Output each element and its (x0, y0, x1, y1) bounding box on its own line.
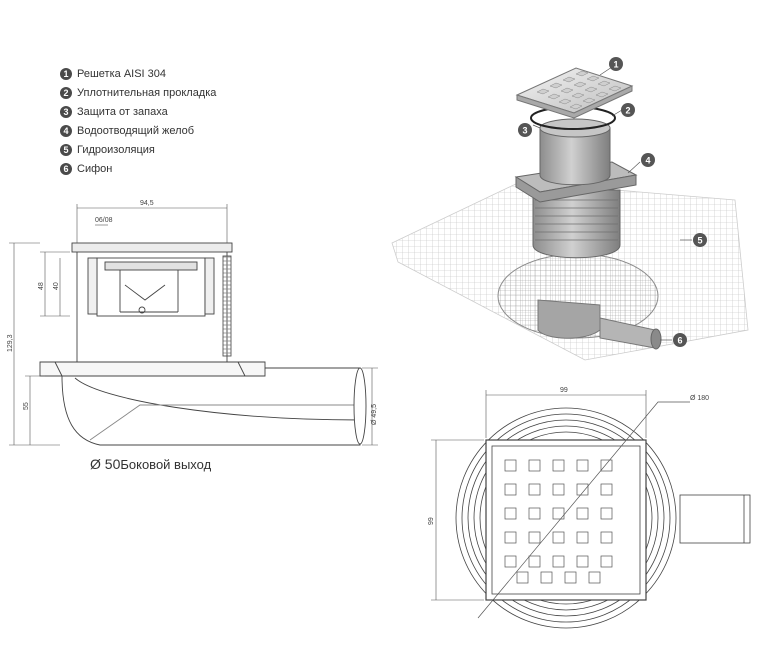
plan-outlet-pipe (679, 494, 751, 544)
dim-48-label: 48 (38, 282, 45, 290)
plan-width-label: 99 (560, 387, 568, 394)
grate-edge (516, 85, 633, 119)
plan-grate-slots (504, 459, 613, 584)
plan-grate-inner (491, 445, 641, 595)
legend-item-6: 6 Сифон (60, 159, 216, 178)
outlet-caption: Ø 50Боковой выход (90, 456, 211, 472)
callout-1-label: 1 (613, 60, 618, 70)
plan-ring-2 (467, 419, 665, 617)
trap-side-left (87, 257, 98, 315)
body-threads (535, 199, 618, 241)
trap-side-right (204, 257, 215, 315)
side-dimension-labels: 94,5 06/08 48 40 129,3 55 Ø 49,5 (7, 200, 378, 425)
siphon-body (61, 367, 361, 446)
top-plan-view (431, 390, 751, 629)
legend-label: Сифон (77, 162, 113, 175)
outlet-caption-text: Боковой выход (120, 457, 212, 472)
legend-number: 1 (60, 67, 72, 80)
callout-5-label: 5 (697, 236, 702, 246)
legend-number: 4 (60, 124, 72, 137)
callout-6-label: 6 (677, 336, 682, 346)
callout-5 (693, 233, 707, 247)
callout-leaders (532, 66, 692, 341)
grate-profile (71, 242, 233, 253)
side-section-view (9, 204, 378, 446)
plan-ring-3 (473, 425, 659, 611)
dim-total-label: 129,3 (7, 334, 14, 352)
legend-label: Гидроизоляция (77, 143, 155, 156)
plan-ring-4 (479, 431, 653, 605)
legend-item-1: 1 Решетка AISI 304 (60, 64, 216, 83)
outlet-diameter: Ø 50 (90, 456, 121, 472)
trap-inner (119, 270, 179, 313)
trap-valve (124, 284, 166, 301)
dim-40-label: 40 (53, 282, 60, 290)
plan-grate-outer (485, 439, 647, 601)
plan-dimension-lines (431, 390, 647, 601)
callout-3-label: 3 (522, 126, 527, 136)
callout-4 (641, 153, 655, 167)
callout-2-label: 2 (625, 106, 630, 116)
plan-ring-1 (461, 413, 671, 623)
legend-item-4: 4 Водоотводящий желоб (60, 121, 216, 140)
flange (39, 361, 266, 377)
legend-item-5: 5 Гидроизоляция (60, 140, 216, 159)
legend-number: 3 (60, 105, 72, 118)
callout-4-label: 4 (645, 156, 650, 166)
siphon-body-3d (537, 299, 601, 339)
outlet-pipe-end (650, 328, 662, 350)
callout-1 (609, 57, 623, 71)
plan-height-label: 99 (428, 517, 435, 525)
dim-width-label: 94,5 (140, 200, 154, 207)
flange-clips (54, 361, 246, 377)
legend: 1 Решетка AISI 304 2 Уплотнительная прок… (60, 64, 216, 178)
legend-number: 6 (60, 162, 72, 175)
legend-label: Водоотводящий желоб (77, 124, 195, 137)
legend-item-2: 2 Уплотнительная прокладка (60, 83, 216, 102)
callout-6 (673, 333, 687, 347)
legend-number: 2 (60, 86, 72, 99)
dim-grate-label: 06/08 (95, 217, 113, 224)
square-flange-side (515, 174, 637, 203)
callouts: 1 2 3 4 5 6 (518, 57, 707, 347)
diameter-leader (477, 401, 690, 619)
outlet-end (353, 367, 367, 445)
dimension-lines (9, 204, 378, 446)
dim-55-label: 55 (23, 402, 30, 410)
callout-3 (518, 123, 532, 137)
callout-2 (621, 103, 635, 117)
legend-label: Защита от запаха (77, 105, 168, 118)
siphon-slope (89, 404, 360, 441)
legend-label: Уплотнительная прокладка (77, 86, 217, 99)
plan-diameter-label: Ø 180 (690, 395, 709, 402)
odor-trap-cup (539, 127, 611, 186)
trap-top (104, 261, 198, 271)
exploded-view (391, 66, 749, 361)
legend-item-3: 3 Защита от запаха (60, 102, 216, 121)
siphon-inner-curve (74, 377, 361, 421)
plan-dimension-labels: 99 99 Ø 180 (428, 387, 709, 525)
grate-slots (536, 70, 622, 110)
trap-pivot (138, 306, 146, 314)
dim-outlet-label: Ø 49,5 (371, 404, 378, 425)
legend-number: 5 (60, 143, 72, 156)
legend-label: Решетка AISI 304 (77, 67, 167, 80)
body-ribs (222, 255, 232, 357)
